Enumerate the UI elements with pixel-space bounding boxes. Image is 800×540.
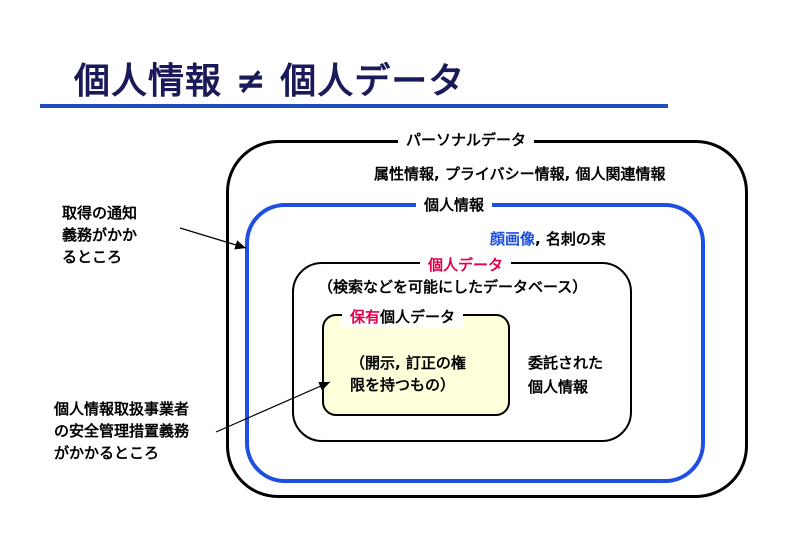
retained-data-box: [322, 314, 510, 416]
notice-annotation-line1: 取得の通知: [62, 204, 138, 222]
security-arrow: [215, 381, 331, 433]
retained-content-line2: 限を持つもの）: [350, 376, 456, 394]
notice-arrow: [179, 227, 247, 250]
face-image-text: 顔画像: [490, 230, 536, 248]
retained-data-label: 保有個人データ: [342, 306, 464, 327]
entrusted-line2: 個人情報: [528, 378, 589, 396]
page-title: 個人情報 ≠ 個人データ: [74, 61, 466, 102]
notice-annotation-line2: 義務がかか: [62, 226, 138, 244]
security-annotation-line2: の安全管理措置義務: [54, 422, 190, 440]
security-annotation-line3: がかかるところ: [54, 444, 160, 462]
business-cards-text: , 名刺の束: [535, 230, 606, 248]
notice-annotation-line3: るところ: [62, 248, 123, 266]
entrusted-line1: 委託された: [528, 354, 604, 372]
kojin-data-label: 個人データ: [420, 254, 512, 275]
personal-info-label: 個人情報: [416, 194, 493, 215]
personal-data-content: 属性情報, プライバシー情報, 個人関連情報: [374, 165, 666, 183]
personal-info-content: 顔画像, 名刺の束: [490, 228, 606, 250]
retained-label-rest: 個人データ: [380, 308, 456, 326]
kojin-data-content: （検索などを可能にしたデータベース）: [318, 278, 588, 296]
retained-highlight: 保有: [350, 308, 381, 326]
personal-data-label: パーソナルデータ: [398, 129, 535, 150]
security-annotation-line1: 個人情報取扱事業者: [54, 400, 190, 418]
retained-content-line1: （開示, 訂正の権: [350, 354, 466, 372]
title-underline: [40, 104, 668, 108]
